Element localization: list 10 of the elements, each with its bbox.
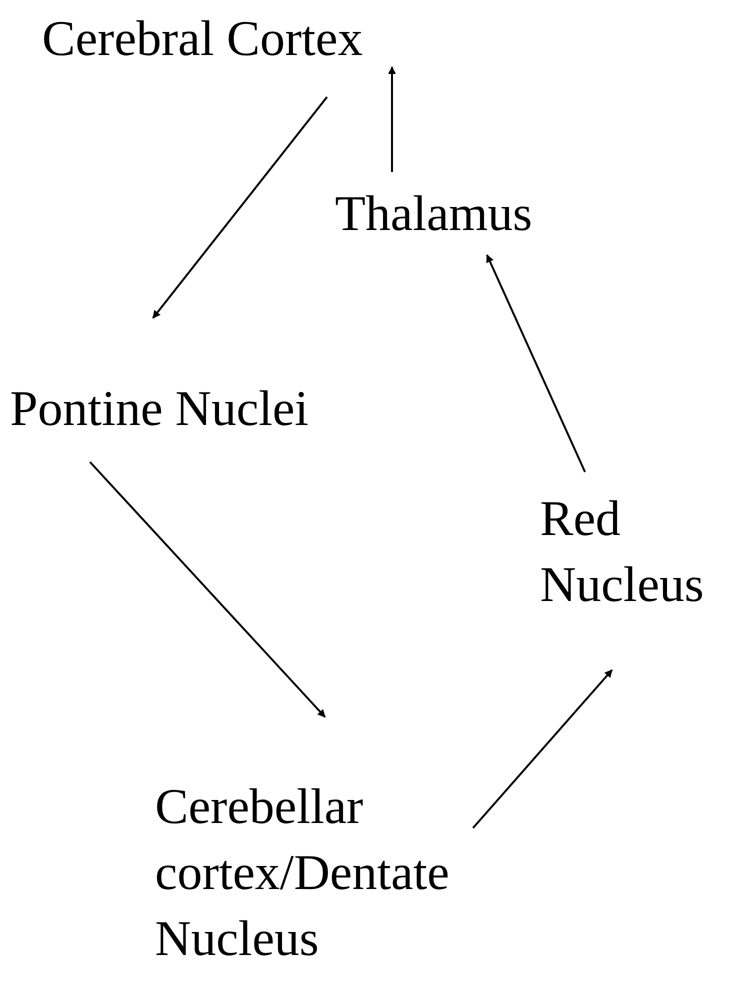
node-label: Cerebellar cortex/Dentate Nucleus [155, 777, 450, 968]
node-label: Cerebral Cortex [42, 9, 364, 68]
arrow [89, 461, 326, 718]
arrow [472, 669, 613, 829]
arrow [486, 254, 586, 472]
arrow [388, 66, 396, 172]
arrow [152, 96, 328, 319]
node-label: Pontine Nuclei [10, 379, 310, 438]
node-label: Red Nucleus [540, 489, 705, 614]
node-label: Thalamus [335, 184, 534, 243]
